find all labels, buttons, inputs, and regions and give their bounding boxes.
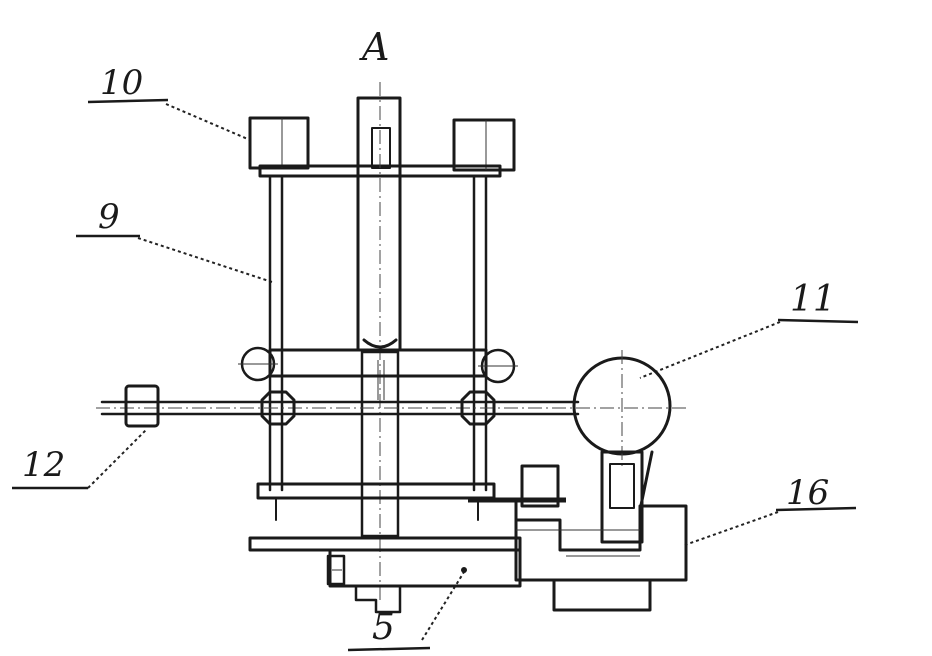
leader-5-dot	[461, 567, 467, 573]
middle-crossbar	[268, 348, 488, 378]
leader-12	[87, 429, 147, 489]
base-body-5	[328, 548, 522, 588]
underline-16	[775, 506, 857, 512]
top-cap-left	[248, 116, 310, 170]
shaft-lower	[360, 350, 400, 538]
leader-11	[639, 321, 781, 379]
base-shaft-end	[354, 584, 402, 614]
underline-5	[347, 646, 431, 652]
shaft-inner-top	[371, 127, 391, 169]
leader-5	[421, 571, 465, 641]
nut-right	[460, 390, 496, 426]
part-label-9: 9	[98, 197, 120, 237]
view-label: A	[362, 25, 390, 69]
handwheel-knob	[124, 384, 160, 428]
part-label-16: 16	[786, 473, 830, 513]
underline-11	[777, 318, 859, 324]
leader-9	[137, 237, 273, 283]
shaft-bottom-rounded	[362, 338, 398, 349]
nut-left	[260, 390, 296, 426]
small-block	[520, 464, 560, 508]
underline-10	[87, 98, 169, 104]
leader-10	[165, 103, 251, 141]
part-label-11: 11	[790, 279, 836, 320]
lower-plate	[256, 482, 496, 500]
part-label-5: 5	[372, 607, 395, 648]
disk-support-arm	[638, 450, 654, 512]
bracket-foot	[552, 578, 652, 612]
base-left-lug	[326, 554, 346, 586]
base-plate	[248, 536, 522, 552]
part-label-12: 12	[22, 445, 66, 485]
disk-support-inner	[609, 463, 635, 509]
leader-16	[681, 511, 779, 547]
central-shaft	[356, 96, 402, 352]
part-label-10: 10	[100, 63, 144, 103]
top-cap-right	[452, 118, 516, 172]
